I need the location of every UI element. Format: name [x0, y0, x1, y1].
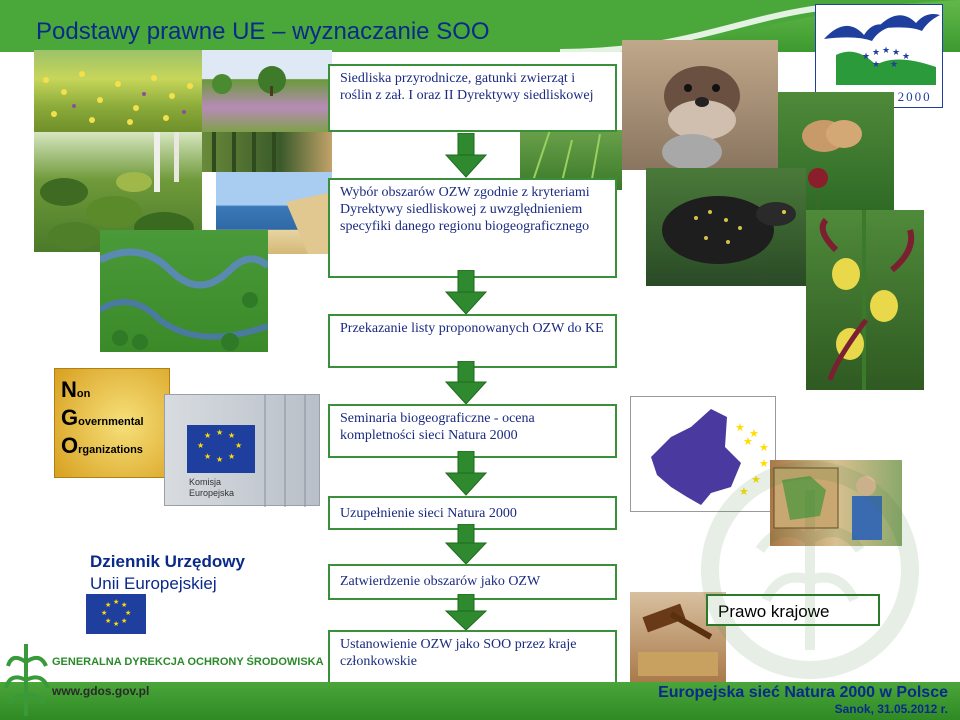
svg-text:★: ★ — [204, 431, 211, 440]
svg-text:★: ★ — [743, 436, 753, 448]
photo-dune-forest — [202, 132, 332, 172]
svg-text:★: ★ — [862, 51, 870, 61]
svg-text:★: ★ — [882, 45, 890, 55]
svg-text:★: ★ — [235, 441, 242, 450]
ngo-letter-n: N — [61, 377, 77, 402]
flow-step-2: Wybór obszarów OZW zgodnie z kryteriami … — [328, 178, 617, 278]
arrow-down-icon — [444, 361, 488, 404]
eu-flag: ★★★★★★★★ — [86, 594, 146, 634]
svg-text:★: ★ — [216, 428, 223, 437]
dziennik-line2: Unii Europejskiej — [90, 574, 217, 594]
flow-step-3: Przekazanie listy proponowanych OZW do K… — [328, 314, 617, 368]
svg-text:★: ★ — [216, 455, 223, 464]
dziennik-line1: Dziennik Urzędowy — [90, 552, 245, 572]
photo-ladys-slipper-orchid — [806, 210, 924, 390]
ngo-letter-o: O — [61, 433, 78, 458]
ngo-word-on: on — [77, 388, 90, 400]
ngo-letter-g: G — [61, 405, 78, 430]
flow-step-7: Ustanowienie OZW jako SOO przez kraje cz… — [328, 630, 617, 684]
svg-text:★: ★ — [125, 609, 131, 617]
photo-otter — [622, 40, 778, 170]
flow-step-4: Seminaria biogeograficzne - ocena komple… — [328, 404, 617, 458]
gdos-watermark-icon — [680, 460, 940, 680]
ngo-logo: Non Governmental Organizations — [54, 368, 170, 478]
svg-text:★: ★ — [759, 442, 769, 454]
photo-turtle — [646, 168, 806, 286]
photo-meadow-trees — [202, 50, 332, 132]
svg-text:★: ★ — [197, 441, 204, 450]
komisja-line2: Europejska — [189, 488, 234, 498]
natura-birds-icon: ★★★ ★★★ ★ — [816, 5, 944, 87]
svg-text:★: ★ — [735, 422, 745, 434]
photo-meadow-flowers — [34, 50, 202, 132]
arrow-down-icon — [444, 451, 488, 496]
svg-text:★: ★ — [101, 609, 107, 617]
gdos-url[interactable]: www.gdos.gov.pl — [52, 684, 149, 698]
svg-text:★: ★ — [113, 598, 119, 606]
footer-date: Sanok, 31.05.2012 r. — [835, 702, 948, 716]
svg-text:★: ★ — [228, 452, 235, 461]
svg-text:★: ★ — [121, 601, 127, 609]
gdos-name: GENERALNA DYREKCJA OCHRONY ŚRODOWISKA — [52, 656, 324, 668]
gdos-leaf-icon — [4, 638, 50, 718]
flow-step-1: Siedliska przyrodnicze, gatunki zwierząt… — [328, 64, 617, 132]
svg-text:★: ★ — [105, 617, 111, 625]
komisja-line1: Komisja — [189, 477, 221, 487]
arrow-down-icon — [444, 594, 488, 630]
arrow-down-icon — [444, 524, 488, 564]
arrow-down-icon — [444, 133, 488, 178]
svg-text:★: ★ — [204, 452, 211, 461]
svg-text:★: ★ — [105, 601, 111, 609]
svg-text:★: ★ — [228, 431, 235, 440]
svg-text:★: ★ — [872, 59, 880, 69]
svg-text:★: ★ — [892, 47, 900, 57]
ngo-word-rganizations: rganizations — [78, 444, 143, 456]
arrow-down-icon — [444, 270, 488, 314]
svg-text:★: ★ — [890, 59, 898, 69]
photo-river-valley — [100, 230, 268, 352]
svg-text:★: ★ — [902, 51, 910, 61]
footer-title: Europejska sieć Natura 2000 w Polsce — [658, 684, 948, 702]
ngo-word-overnmental: overnmental — [78, 416, 143, 428]
svg-text:★: ★ — [113, 620, 119, 628]
svg-text:★: ★ — [872, 47, 880, 57]
komisja-europejska-logo: ★★★★★★★★ Komisja Europejska — [164, 394, 320, 506]
page-title: Podstawy prawne UE – wyznaczanie SOO — [36, 18, 490, 46]
svg-text:★: ★ — [121, 617, 127, 625]
